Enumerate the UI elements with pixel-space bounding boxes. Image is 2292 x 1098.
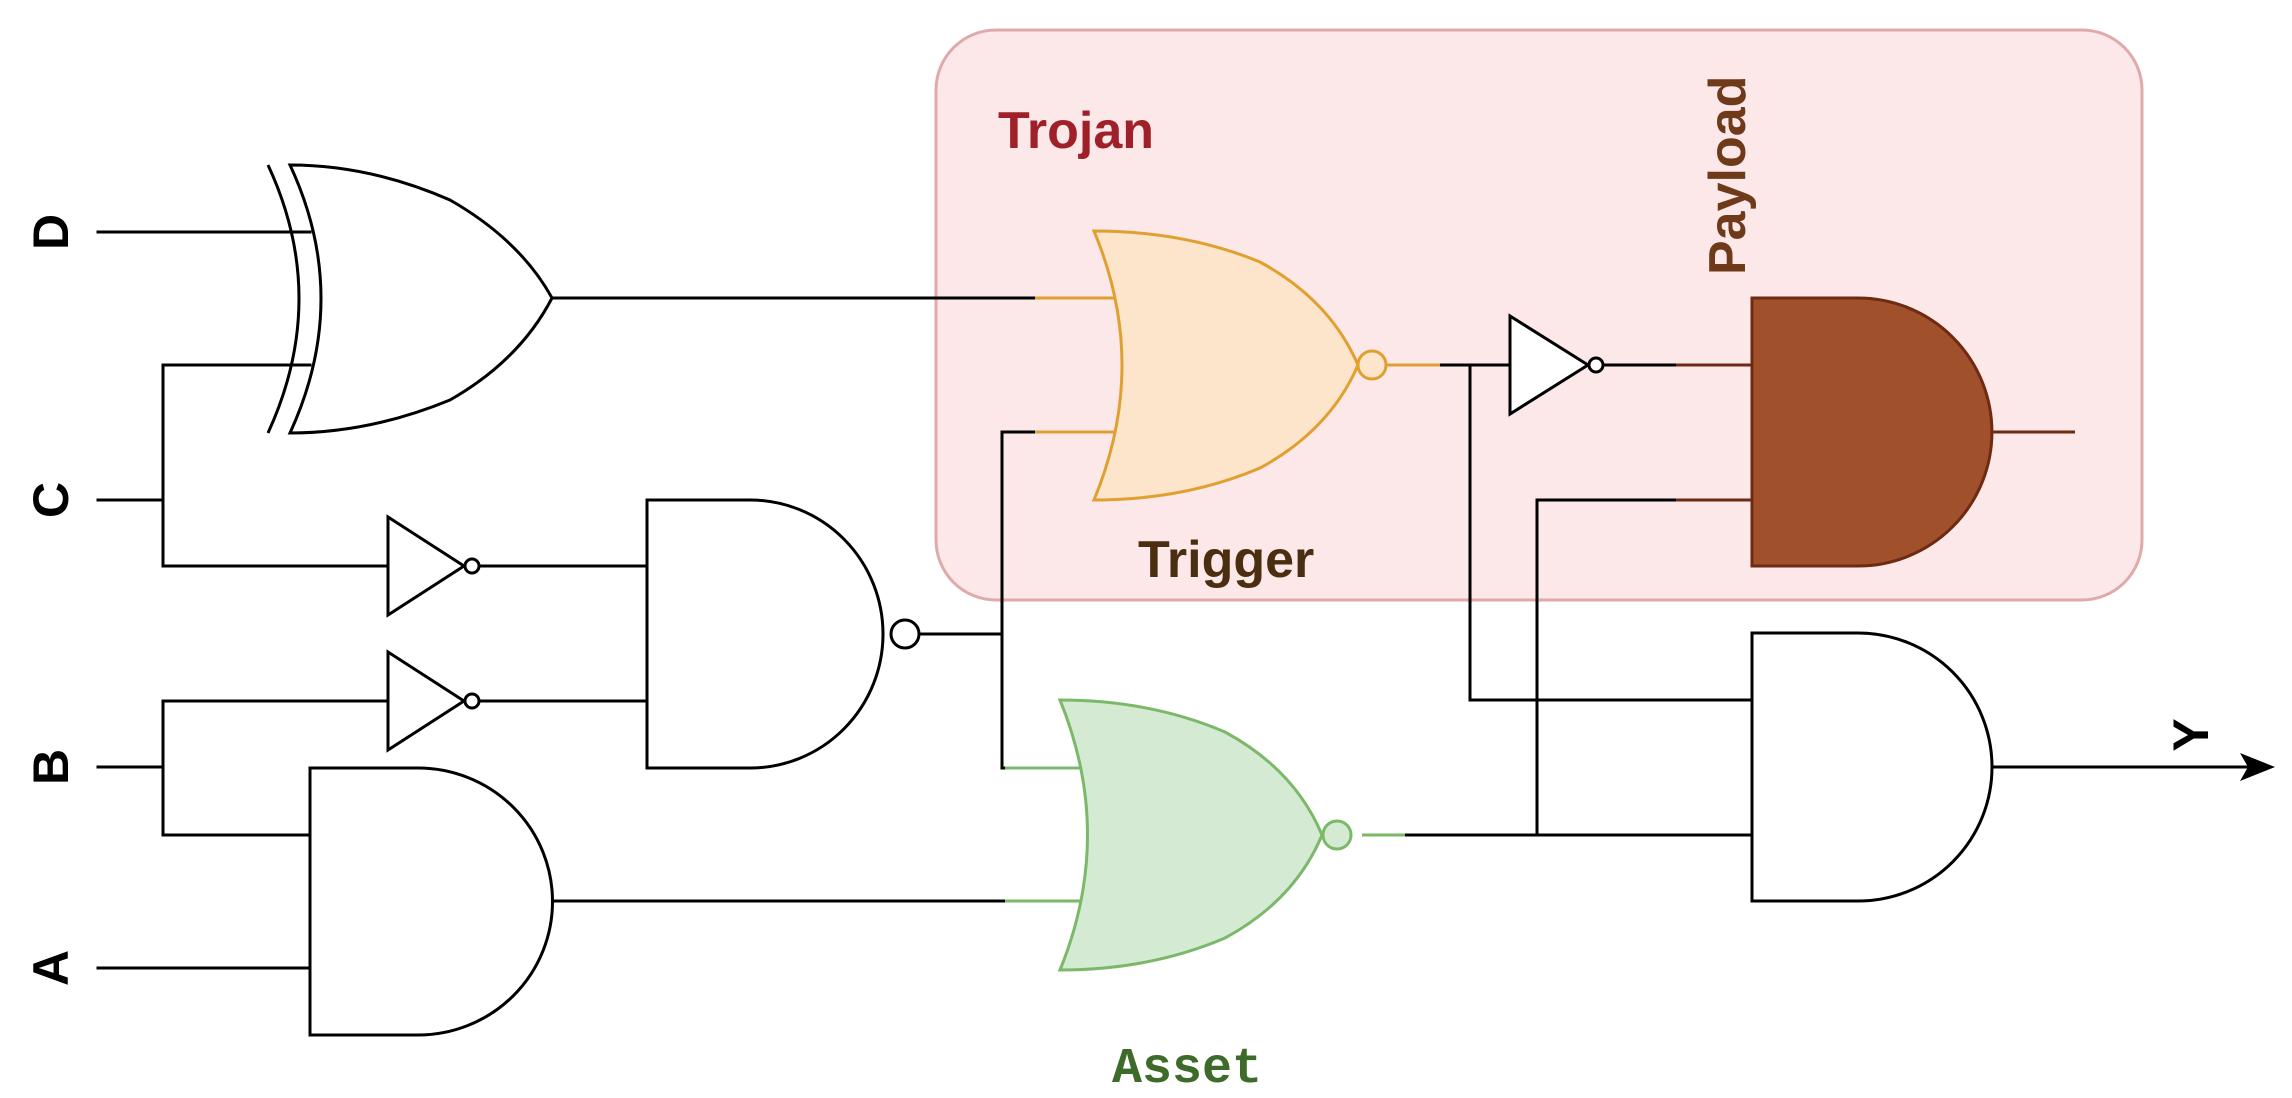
output-arrowhead [2240,753,2275,781]
output-and-gate [1750,631,1994,903]
colored-leads [1005,296,2075,903]
payload-label: Payload [1699,76,1757,275]
output-label-y: Y [2163,718,2219,751]
xor-gate [266,163,554,435]
trigger-label: Trigger [1138,531,1314,589]
not-gate-b [386,649,481,753]
payload-and-gate [1750,296,1994,568]
trojan-label: Trojan [998,102,1154,160]
input-label-b: B [23,749,79,785]
trigger-nor-gate [1091,229,1388,502]
input-label-a: A [23,950,79,986]
asset-nor-gate [1057,698,1353,972]
nand-gate [645,498,921,770]
not-gate-trojan [1508,313,1605,417]
input-label-c: C [23,482,79,518]
and-gate-ab [308,766,555,1037]
wires [96,230,2275,970]
asset-label: Asset [1112,1041,1262,1098]
input-label-d: D [23,214,79,250]
not-gate-c [386,514,481,618]
